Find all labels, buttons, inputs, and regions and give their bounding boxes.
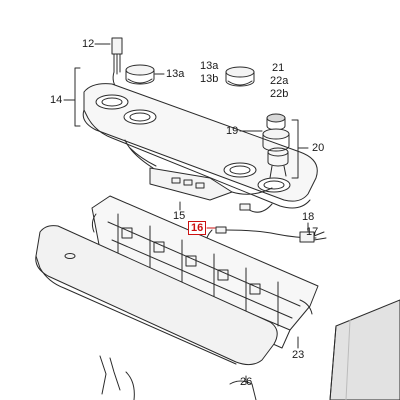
part-15-harness — [124, 139, 273, 213]
bracket-14 — [74, 67, 81, 127]
callout-13a-left: 13a — [166, 68, 185, 80]
part-13b-cap — [225, 66, 255, 87]
callout-13b: 13b — [200, 73, 219, 85]
callout-22a: 22a — [270, 75, 289, 87]
part-13a-cap — [125, 64, 155, 85]
part-14-top-panel — [82, 83, 318, 209]
callout-22b: 22b — [270, 88, 289, 100]
callout-16-highlighted: 16 — [188, 221, 207, 235]
callout-19: 19 — [226, 125, 239, 137]
part-18-plug — [299, 231, 327, 243]
callout-26: 26 — [240, 376, 253, 388]
callout-17: 17 — [306, 226, 319, 238]
part-19-socket — [262, 113, 290, 179]
part-26-lower — [99, 355, 257, 400]
callout-12: 12 — [82, 38, 95, 50]
side-box — [329, 299, 400, 400]
callout-21: 21 — [272, 62, 285, 74]
part-12-connector — [111, 37, 123, 91]
callout-14: 14 — [50, 94, 63, 106]
callout-13a-right: 13a — [200, 60, 219, 72]
bracket-20 — [291, 119, 299, 179]
part-23-front-trim — [35, 225, 278, 366]
callout-18: 18 — [302, 211, 315, 223]
callout-20: 20 — [312, 142, 325, 154]
callout-15: 15 — [173, 210, 186, 222]
callout-23: 23 — [292, 349, 305, 361]
